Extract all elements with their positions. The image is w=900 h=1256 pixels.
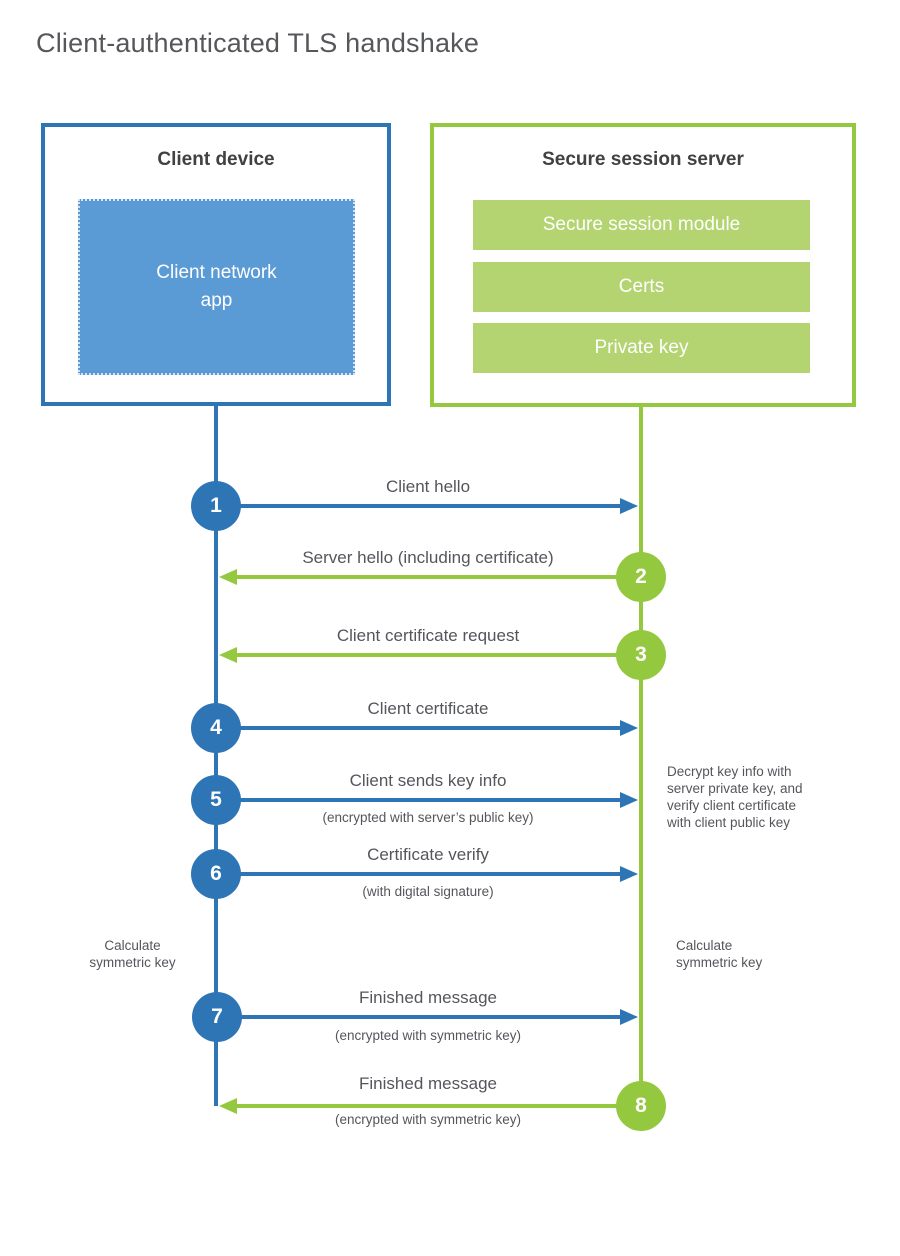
client-app-label-line2: app <box>200 290 233 311</box>
step-8-arrow-line <box>237 1104 641 1108</box>
step-circle-8: 8 <box>616 1081 666 1131</box>
step-6-arrow-line <box>216 872 622 876</box>
private-key-bar: Private key <box>473 323 810 373</box>
step-4-arrowhead-icon <box>620 720 638 736</box>
client-device-title: Client device <box>157 149 275 170</box>
step-circle-3: 3 <box>616 630 666 680</box>
step-3-label: Client certificate request <box>336 626 520 645</box>
step-4-arrow-line <box>216 726 622 730</box>
step-1-label: Client hello <box>385 477 471 496</box>
server-decrypt-note-line2: server private key, and <box>667 781 803 796</box>
server-calculate-key-note-line2: symmetric key <box>676 955 763 970</box>
step-5-arrowhead-icon <box>620 792 638 808</box>
secure-session-server-box: Secure session server Secure session mod… <box>430 123 856 407</box>
step-4-label: Client certificate <box>367 699 489 718</box>
step-5-arrow-line <box>216 798 622 802</box>
client-calculate-key-note: Calculate symmetric key <box>75 937 190 971</box>
step-7-arrowhead-icon <box>620 1009 638 1025</box>
step-3-arrow-line <box>237 653 641 657</box>
step-8-sublabel: (encrypted with symmetric key) <box>334 1112 522 1127</box>
secure-session-module-bar: Secure session module <box>473 200 810 250</box>
step-5-label: Client sends key info <box>349 771 507 790</box>
step-circle-6: 6 <box>191 849 241 899</box>
step-7-label: Finished message <box>359 988 497 1007</box>
server-calculate-key-note-line1: Calculate <box>676 938 733 953</box>
step-1-arrowhead-icon <box>620 498 638 514</box>
step-8-label: Finished message <box>359 1074 497 1093</box>
step-circle-4: 4 <box>191 703 241 753</box>
step-circle-2: 2 <box>616 552 666 602</box>
server-decrypt-note-line1: Decrypt key info with <box>667 764 792 779</box>
step-6-label: Certificate verify <box>367 845 489 864</box>
client-calculate-key-note-line2: symmetric key <box>89 955 176 970</box>
client-app-label-line1: Client network <box>156 262 277 283</box>
client-device-box: Client device Client network app <box>41 123 391 406</box>
client-network-app-box: Client network app <box>78 199 355 375</box>
server-lifeline <box>639 406 643 1106</box>
step-3-arrowhead-icon <box>219 647 237 663</box>
step-circle-1: 1 <box>191 481 241 531</box>
step-8-arrowhead-icon <box>219 1098 237 1114</box>
certs-bar: Certs <box>473 262 810 312</box>
diagram-title: Client-authenticated TLS handshake <box>36 28 480 58</box>
client-calculate-key-note-line1: Calculate <box>104 938 161 953</box>
step-6-sublabel: (with digital signature) <box>362 884 494 899</box>
step-circle-7: 7 <box>192 992 242 1042</box>
server-decrypt-note-line3: verify client certificate <box>667 798 797 813</box>
step-1-arrow-line <box>216 504 622 508</box>
step-circle-5: 5 <box>191 775 241 825</box>
client-lifeline <box>214 405 218 1106</box>
step-7-sublabel: (encrypted with symmetric key) <box>334 1028 522 1043</box>
step-7-arrow-line <box>216 1015 622 1019</box>
server-decrypt-note-line4: with client public key <box>667 815 791 830</box>
server-calculate-key-note: Calculate symmetric key <box>676 937 796 971</box>
server-decrypt-note: Decrypt key info with server private key… <box>667 763 847 831</box>
secure-session-server-title: Secure session server <box>542 149 744 170</box>
step-2-arrow-line <box>237 575 641 579</box>
step-2-arrowhead-icon <box>219 569 237 585</box>
step-5-sublabel: (encrypted with server’s public key) <box>322 810 534 825</box>
step-6-arrowhead-icon <box>620 866 638 882</box>
step-2-label: Server hello (including certificate) <box>302 548 554 567</box>
